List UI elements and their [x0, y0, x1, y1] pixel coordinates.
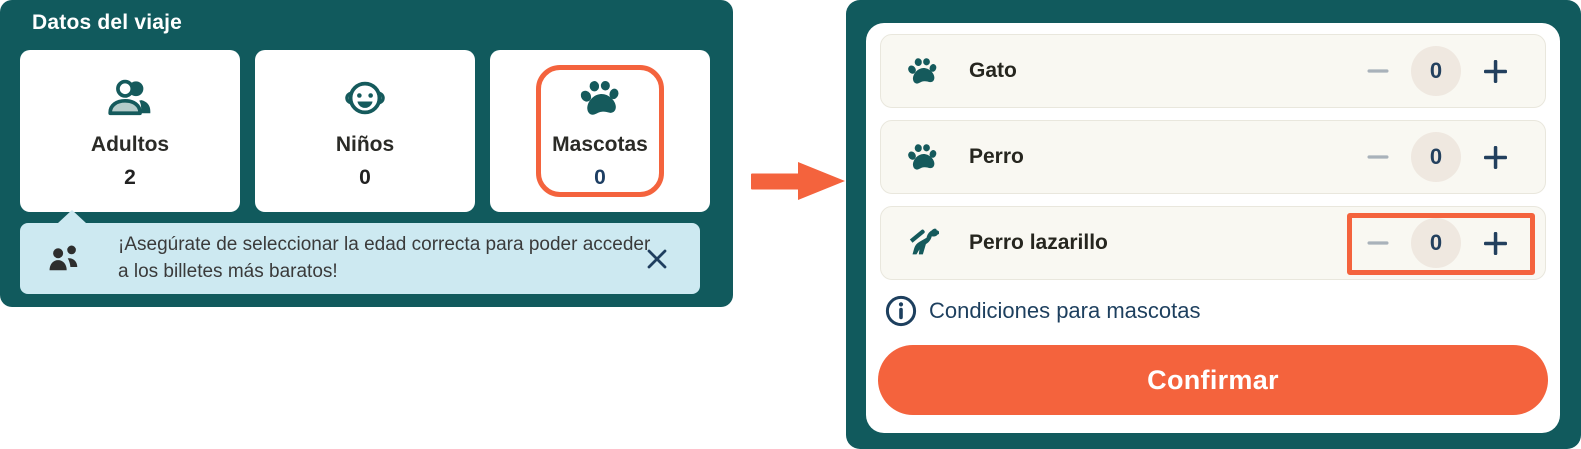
info-icon [885, 295, 917, 327]
banner-message: ¡Asegúrate de seleccionar la edad correc… [118, 233, 651, 282]
card-children[interactable]: Niños 0 [255, 50, 475, 212]
minus-icon [1367, 155, 1389, 159]
pet-row-label: Perro [969, 145, 1024, 168]
card-adults-value: 2 [124, 166, 136, 189]
child-face-icon [345, 81, 385, 115]
pet-row-perro: Perro 0 [880, 120, 1546, 194]
guide-dog-icon [909, 228, 939, 254]
gato-stepper: 0 [1366, 46, 1509, 96]
perro-lazarillo-decrement-button[interactable] [1366, 231, 1390, 255]
gato-count: 0 [1411, 46, 1461, 96]
perro-lazarillo-stepper: 0 [1366, 218, 1509, 268]
card-pets[interactable]: Mascotas 0 [490, 50, 710, 212]
people-icon [49, 245, 78, 270]
pet-row-label: Gato [969, 59, 1017, 82]
card-children-label: Niños [335, 133, 395, 156]
card-adults-label: Adultos [90, 133, 170, 156]
pet-conditions-link[interactable]: Condiciones para mascotas [884, 294, 1200, 328]
perro-decrement-button[interactable] [1366, 145, 1390, 169]
paw-icon [908, 58, 937, 84]
trip-data-panel: Datos del viaje Adultos 2 [0, 0, 733, 307]
banner-notch [58, 210, 86, 223]
passenger-cards: Adultos 2 Niños 0 [20, 50, 710, 212]
confirm-button[interactable]: Confirmar [878, 345, 1548, 415]
perro-count: 0 [1411, 132, 1461, 182]
pet-conditions-label: Condiciones para mascotas [929, 298, 1201, 323]
card-adults[interactable]: Adultos 2 [20, 50, 240, 212]
plus-icon [1484, 59, 1507, 83]
pets-selector-card: Gato 0 [866, 23, 1560, 433]
age-info-banner: ¡Asegúrate de seleccionar la edad correc… [20, 210, 700, 294]
pet-row-gato: Gato 0 [880, 34, 1546, 108]
perro-lazarillo-count: 0 [1411, 218, 1461, 268]
perro-lazarillo-increment-button[interactable] [1482, 230, 1509, 257]
gato-increment-button[interactable] [1482, 58, 1509, 85]
pets-selector-panel: Gato 0 [846, 0, 1581, 449]
card-pets-label: Mascotas [552, 133, 648, 156]
pet-row-perro-lazarillo: Perro lazarillo 0 [880, 206, 1546, 280]
paw-icon [580, 80, 619, 115]
plus-icon [1484, 231, 1507, 255]
minus-icon [1367, 241, 1389, 245]
perro-increment-button[interactable] [1482, 144, 1509, 171]
paw-icon [908, 144, 937, 170]
panel-title: Datos del viaje [32, 11, 183, 34]
pet-row-label: Perro lazarillo [969, 231, 1108, 254]
card-pets-value: 0 [594, 166, 606, 189]
banner-close-button[interactable] [644, 246, 670, 272]
minus-icon [1367, 69, 1389, 73]
arrow-annotation [751, 158, 846, 204]
card-children-value: 0 [359, 166, 371, 189]
adults-icon [108, 79, 151, 116]
right-arrow-icon [751, 162, 845, 200]
close-icon [647, 249, 667, 268]
plus-icon [1484, 145, 1507, 169]
gato-decrement-button[interactable] [1366, 59, 1390, 83]
perro-stepper: 0 [1366, 132, 1509, 182]
